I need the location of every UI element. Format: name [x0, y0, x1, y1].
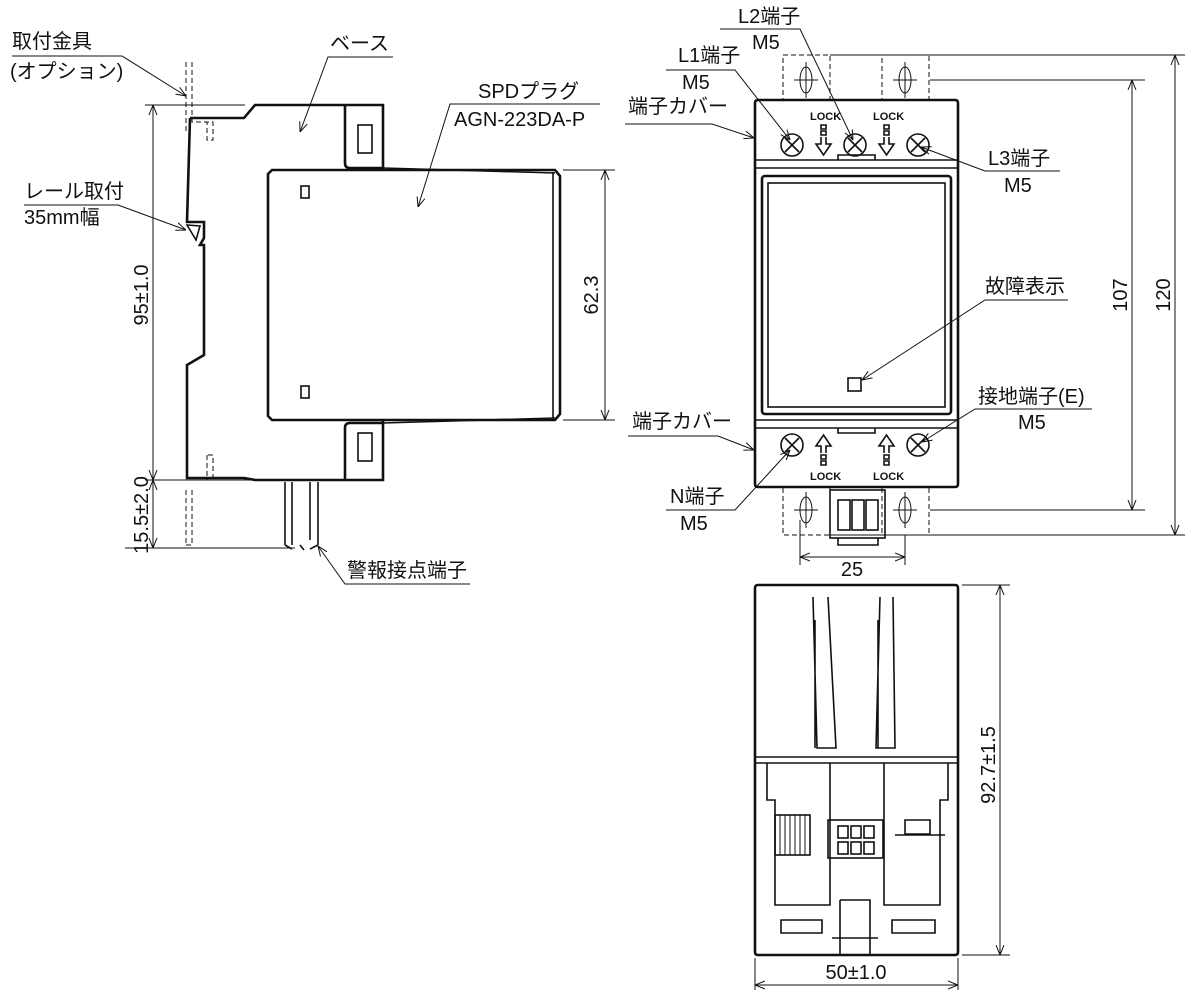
bottom-slots — [780, 899, 936, 955]
bracket-dashed-bottom — [185, 454, 214, 546]
leader-plug — [418, 103, 600, 207]
lock-arrows — [814, 124, 896, 466]
label-n-2: M5 — [680, 513, 708, 535]
label-l2-2: M5 — [752, 32, 780, 54]
front-ext-lines — [799, 54, 1185, 565]
label-cover-top: 端子カバー — [628, 95, 728, 118]
dim-back-height: 92.7±1.5 — [978, 726, 1000, 804]
leader-cover-bottom — [628, 435, 754, 450]
leader-ground — [922, 408, 1092, 442]
base-upper-column — [343, 105, 383, 170]
label-fault: 故障表示 — [985, 275, 1065, 298]
side-view: 95±1.0 15.5±2.0 62.3 取付金具 (オプション) ベース SP… — [10, 30, 615, 585]
dim-connector-pitch: 25 — [841, 559, 863, 581]
dim-front-inner: 107 — [1110, 278, 1132, 311]
leader-n — [666, 450, 790, 511]
base-outline — [185, 103, 385, 482]
bottom-ext-lines — [754, 584, 1010, 990]
leader-fault — [862, 299, 1068, 380]
base-lower-column — [343, 421, 383, 480]
front-alarm-connector — [829, 489, 886, 546]
label-ground-1: 接地端子(E) — [978, 385, 1085, 408]
bottom-alarm-connector — [827, 819, 884, 859]
label-rail-1: レール取付 — [24, 180, 124, 203]
bottom-connector-right — [895, 819, 945, 836]
label-n-1: N端子 — [670, 485, 724, 508]
rail-hook — [185, 224, 202, 242]
plug-mark-bottom — [300, 385, 310, 399]
label-l1-2: M5 — [682, 72, 710, 94]
dim-plug-height: 62.3 — [581, 276, 603, 315]
bottom-connector-ribs — [779, 815, 806, 855]
leader-l1 — [666, 69, 790, 140]
mounting-brackets — [782, 54, 930, 536]
front-body — [753, 98, 960, 489]
label-ground-2: M5 — [1018, 412, 1046, 434]
plug-taper-lines — [382, 167, 556, 424]
lock-label-3: LOCK — [810, 471, 841, 483]
bracket-dashed-top — [185, 62, 214, 141]
dim-side-lower: 15.5±2.0 — [131, 476, 153, 554]
lock-label-4: LOCK — [873, 471, 904, 483]
leader-cover-top — [625, 123, 754, 138]
label-l1-1: L1端子 — [678, 44, 740, 67]
bottom-divider — [755, 756, 958, 764]
bottom-body — [753, 583, 960, 957]
base-latch-bottom — [357, 432, 373, 462]
lock-label-2: LOCK — [873, 111, 904, 123]
leader-bracket — [12, 55, 186, 96]
label-rail-2: 35mm幅 — [24, 206, 100, 229]
label-l2-1: L2端子 — [738, 5, 800, 28]
base-latch-top — [357, 124, 373, 154]
leader-l2 — [720, 28, 853, 140]
dim-side-height: 95±1.0 — [131, 264, 153, 325]
label-base: ベース — [330, 33, 389, 55]
bottom-fins — [812, 596, 896, 749]
terminal-cover-lines — [755, 154, 958, 434]
label-cover-bottom: 端子カバー — [632, 410, 732, 433]
front-view: LOCK LOCK LOCK LOCK 107 120 25 L2端子 M5 L… — [625, 5, 1185, 581]
label-alarm-terminal: 警報接点端子 — [347, 559, 467, 582]
spd-plug-body — [266, 168, 562, 422]
alarm-connector — [284, 482, 319, 551]
leader-l3 — [921, 147, 1060, 172]
label-l3-2: M5 — [1004, 175, 1032, 197]
plug-window-outer — [760, 174, 953, 416]
terminal-screws — [780, 133, 930, 457]
label-bracket-2: (オプション) — [10, 61, 123, 83]
lock-label-1: LOCK — [810, 111, 841, 123]
dim-back-width: 50±1.0 — [825, 962, 886, 984]
label-plug-1: SPDプラグ — [478, 80, 579, 103]
label-bracket-1: 取付金具 — [12, 30, 92, 53]
label-plug-2: AGN-223DA-P — [454, 109, 585, 131]
leader-alarm — [318, 546, 470, 585]
bottom-connector-left — [774, 814, 811, 856]
plug-mark-top — [300, 185, 310, 199]
label-l3-1: L3端子 — [988, 147, 1050, 170]
leader-rail — [24, 204, 186, 230]
leader-base — [300, 56, 393, 132]
dim-front-outer: 120 — [1153, 278, 1175, 311]
fault-indicator — [847, 377, 862, 392]
bottom-view: 92.7±1.5 50±1.0 — [753, 583, 1010, 990]
plug-window-inner — [767, 182, 946, 408]
